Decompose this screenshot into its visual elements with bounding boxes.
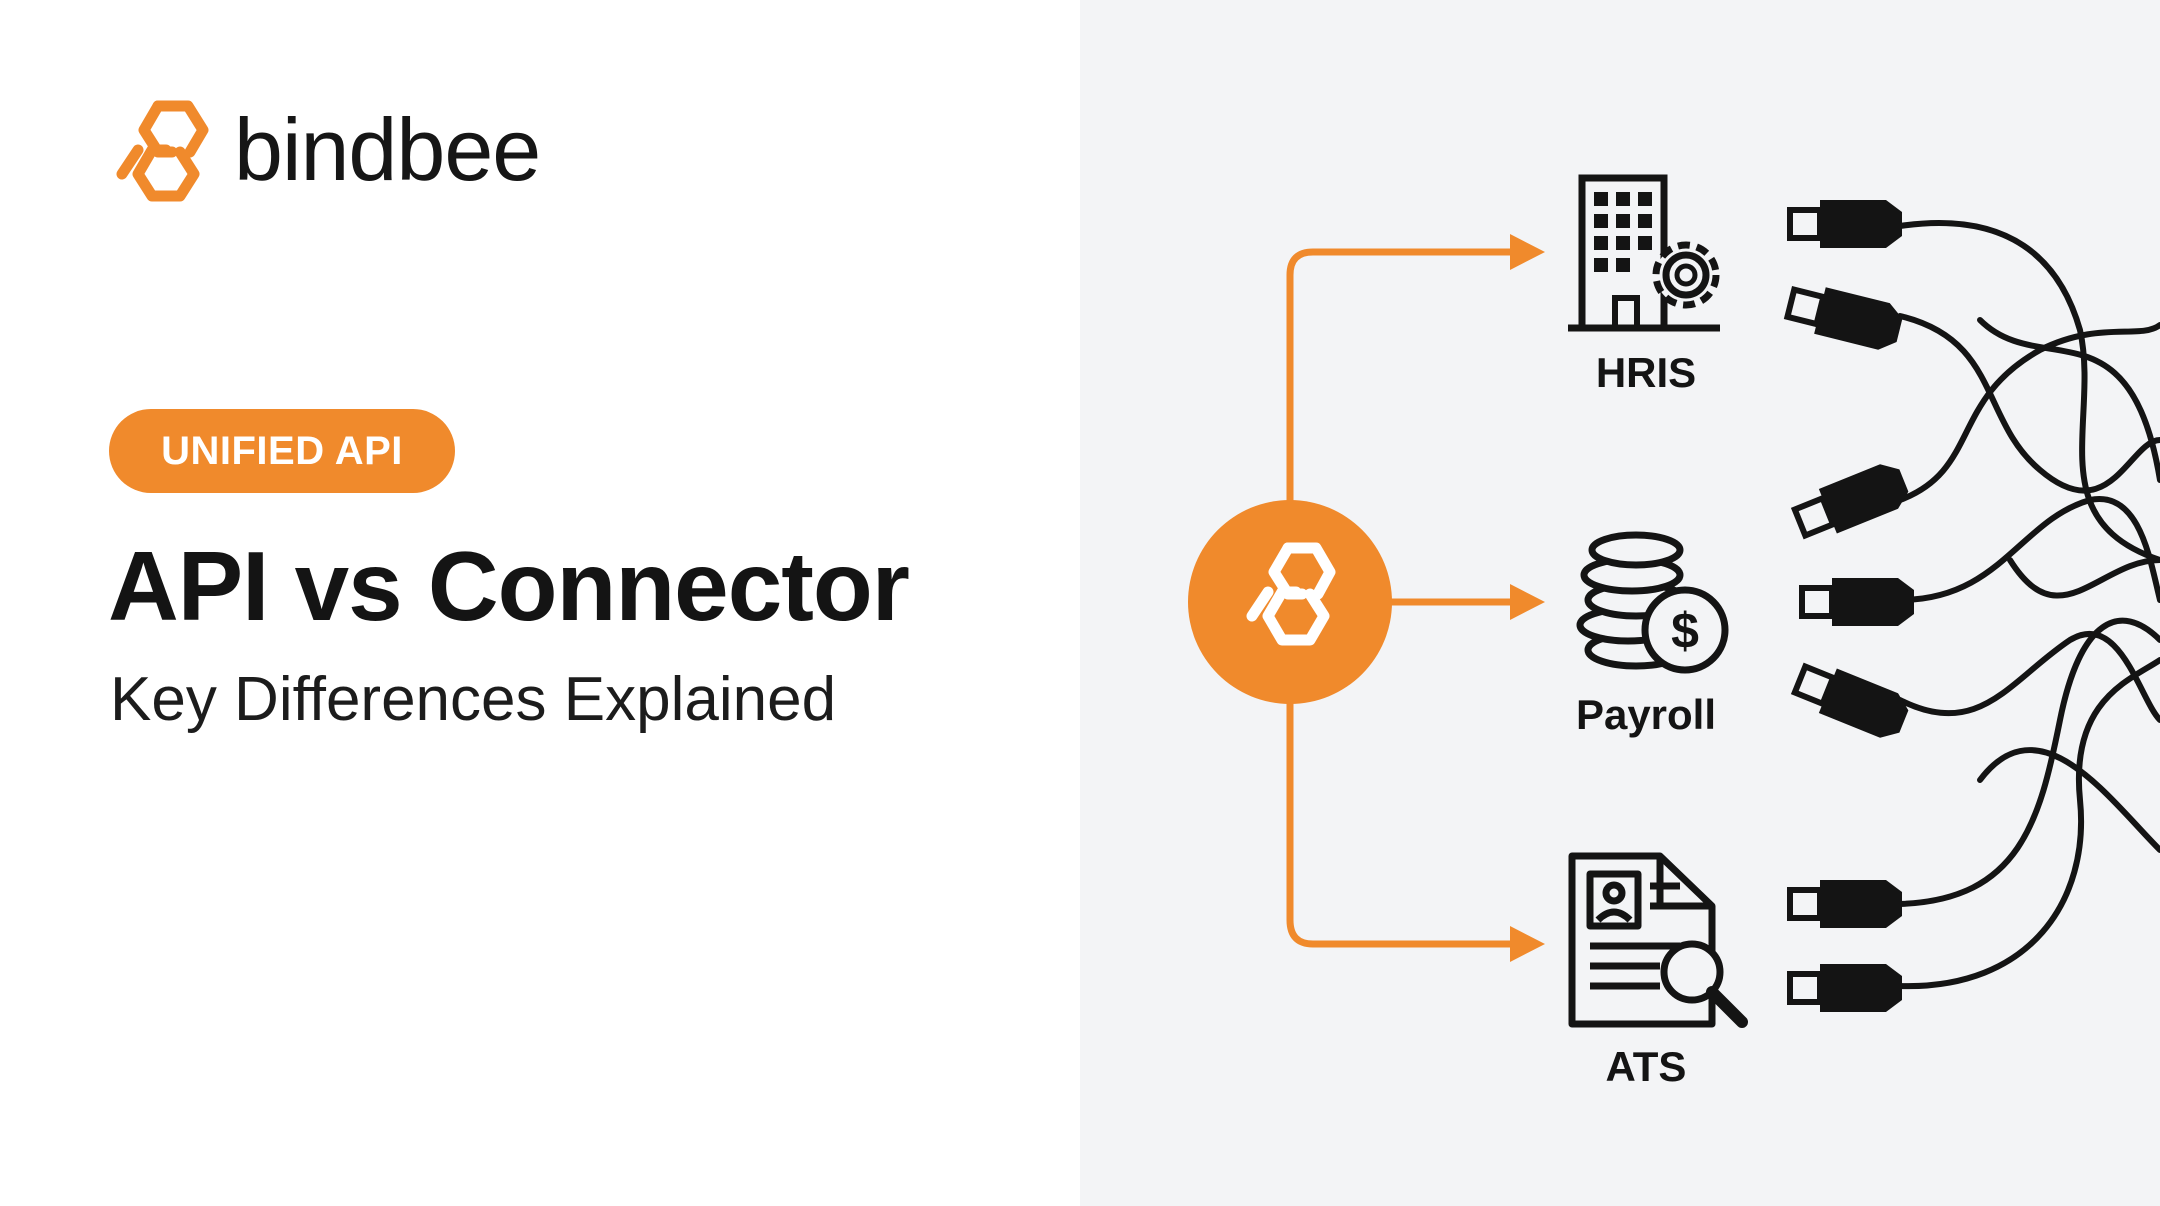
- integration-diagram: $: [1188, 174, 2160, 1028]
- usb-plug-icon: [1783, 200, 1914, 1012]
- category-label-hris: HRIS: [1595, 349, 1697, 396]
- coins-dollar-icon: $: [1576, 531, 1729, 674]
- tangled-cables: [1897, 220, 2160, 990]
- arrow-head-hris: [1510, 234, 1545, 270]
- arrow-heads: [1510, 234, 1545, 962]
- arrow-head-payroll: [1510, 584, 1545, 620]
- page-title: API vs Connector: [108, 531, 910, 641]
- brand-name: bindbee: [234, 100, 541, 199]
- svg-text:$: $: [1671, 603, 1699, 659]
- hub-node: [1188, 500, 1392, 704]
- category-badge: UNIFIED API: [109, 409, 455, 493]
- category-label-payroll: Payroll: [1575, 691, 1717, 738]
- arrow-head-ats: [1510, 926, 1545, 962]
- hub-logo-icon: [1246, 542, 1336, 646]
- hub-arrows: [1286, 248, 1524, 948]
- category-label-ats: ATS: [1605, 1043, 1687, 1090]
- resume-magnifier-icon: [1568, 852, 1748, 1028]
- page-subtitle: Key Differences Explained: [110, 665, 837, 734]
- bindbee-logo-icon: [116, 100, 209, 202]
- office-building-gear-icon: [1568, 174, 1720, 332]
